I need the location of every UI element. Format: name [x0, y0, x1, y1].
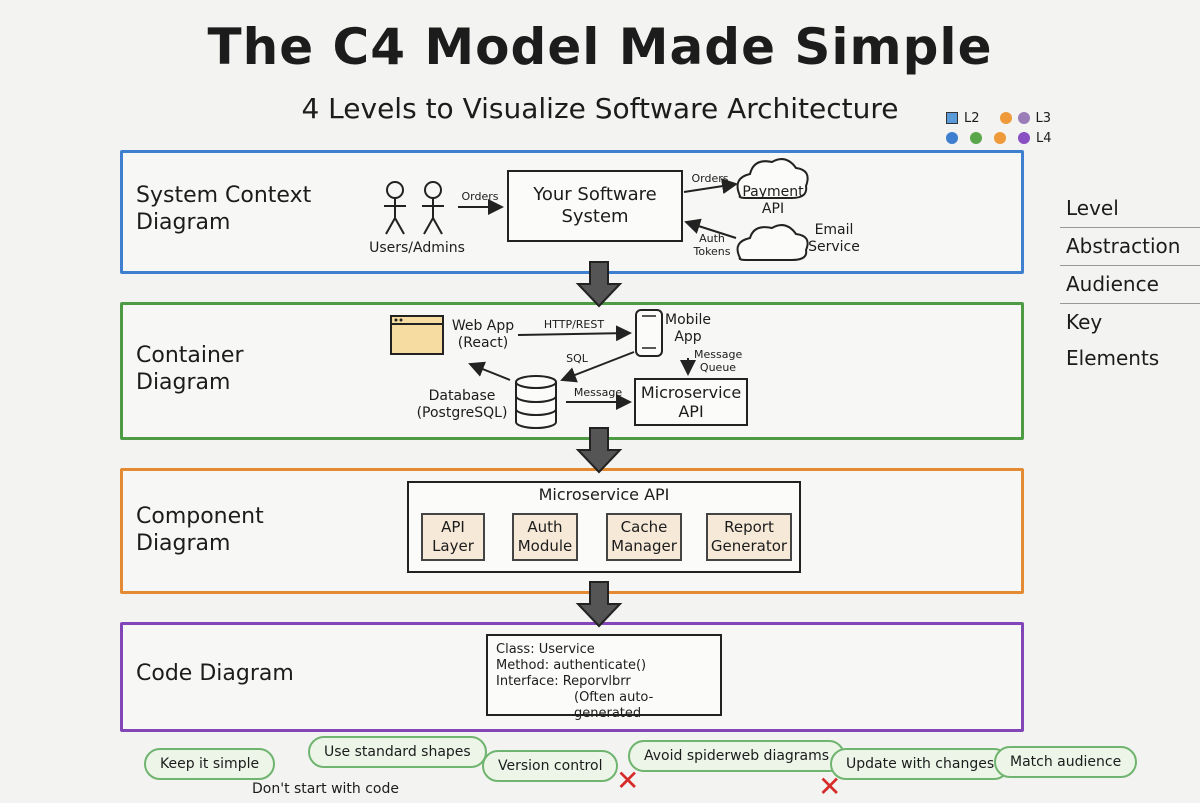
page-title: The C4 Model Made Simple	[207, 18, 993, 76]
tip-keep-simple: Keep it simple	[144, 748, 276, 780]
http-arrow	[517, 325, 632, 342]
orders-label: Orders	[461, 190, 499, 203]
red-x-icon: ✕	[818, 770, 842, 803]
microservice-api-box: Microservice API	[634, 378, 748, 426]
code-method-line: Method: authenticate()	[496, 658, 647, 673]
legend-l2-label: L2	[964, 110, 980, 126]
database-label: Database (PostgreSQL)	[416, 388, 508, 421]
sql-arrow	[560, 351, 635, 383]
legend-square-icon	[946, 112, 958, 124]
queue-label: Message Queue	[694, 348, 743, 374]
legend-dot-icon	[999, 112, 1012, 124]
level-name-context: System Context Diagram	[136, 183, 312, 235]
payment-api-label: Payment API	[742, 184, 804, 217]
http-label: HTTP/REST	[543, 318, 605, 331]
side-item-level: Level	[1060, 190, 1200, 228]
report-generator-box: Report Generator	[706, 513, 792, 561]
code-note-line: (Often auto-generated	[574, 690, 654, 721]
sql-label: SQL	[566, 352, 588, 365]
legend-dot-icon	[994, 132, 1006, 144]
page-subtitle: 4 Levels to Visualize Software Architect…	[301, 92, 899, 125]
tip-match-audience: Match audience	[994, 746, 1138, 778]
code-box: Class: Uservice Method: authenticate() I…	[486, 634, 722, 721]
legend-dot-icon	[1018, 132, 1030, 144]
tip-standard-shapes: Use standard shapes	[308, 736, 487, 768]
message-label: Message	[573, 386, 623, 399]
cache-manager-box: Cache Manager	[606, 513, 682, 561]
legend-l4-label: L4	[1036, 130, 1052, 146]
level-name-component: Component Diagram	[136, 504, 264, 556]
tip-avoid-spiderweb: Avoid spiderweb diagrams	[628, 740, 846, 772]
down-arrow-icon	[575, 427, 623, 474]
tip-update-changes: Update with changes	[830, 748, 1011, 780]
email-cloud-icon	[736, 224, 809, 261]
legend-l3-label: L3	[1035, 110, 1052, 126]
level-legend: L2 L3 L4	[946, 108, 1052, 148]
down-arrow-icon	[575, 581, 623, 628]
red-x-icon: ✕	[616, 764, 640, 797]
mobile-label: Mobile App	[665, 312, 711, 345]
code-interface-line: Interface: Reporvlbrr	[496, 674, 631, 689]
webapp-label: Web App (React)	[451, 318, 515, 351]
browser-window-icon	[390, 315, 444, 355]
legend-dot-icon	[1017, 112, 1030, 124]
auth-module-box: Auth Module	[512, 513, 578, 561]
payment-arrow	[683, 178, 738, 195]
api-layer-box: API Layer	[421, 513, 485, 561]
side-item-abstraction: Abstraction	[1060, 228, 1200, 266]
tip-version-control: Version control	[482, 750, 619, 782]
level-name-container: Container Diagram	[136, 343, 244, 395]
email-service-label: Email Service	[808, 222, 860, 255]
legend-dot-icon	[946, 132, 958, 144]
orders-label-2: Orders	[691, 172, 729, 185]
admin-icon	[422, 181, 444, 235]
side-attribute-list: Level Abstraction Audience Key Elements	[1060, 190, 1200, 370]
tip-dont-start: Don't start with code	[252, 781, 399, 797]
user-icon	[384, 181, 406, 235]
mobile-phone-icon	[635, 309, 663, 357]
auth-tokens-label: Auth Tokens	[693, 232, 731, 258]
code-class-line: Class: Uservice	[496, 642, 595, 657]
web-db-arrow	[468, 361, 511, 381]
software-system-box: Your Software System	[507, 170, 683, 242]
legend-dot-icon	[970, 132, 982, 144]
down-arrow-icon	[575, 261, 623, 308]
side-item-audience: Audience	[1060, 266, 1200, 304]
users-label: Users/Admins	[369, 240, 465, 256]
payment-cloud-icon	[736, 158, 809, 199]
auth-arrow	[684, 218, 737, 239]
database-icon	[515, 375, 557, 429]
component-frame-title: Microservice API	[538, 485, 670, 504]
level-name-code: Code Diagram	[136, 661, 294, 686]
side-item-key-elements: Key Elements	[1066, 310, 1160, 370]
